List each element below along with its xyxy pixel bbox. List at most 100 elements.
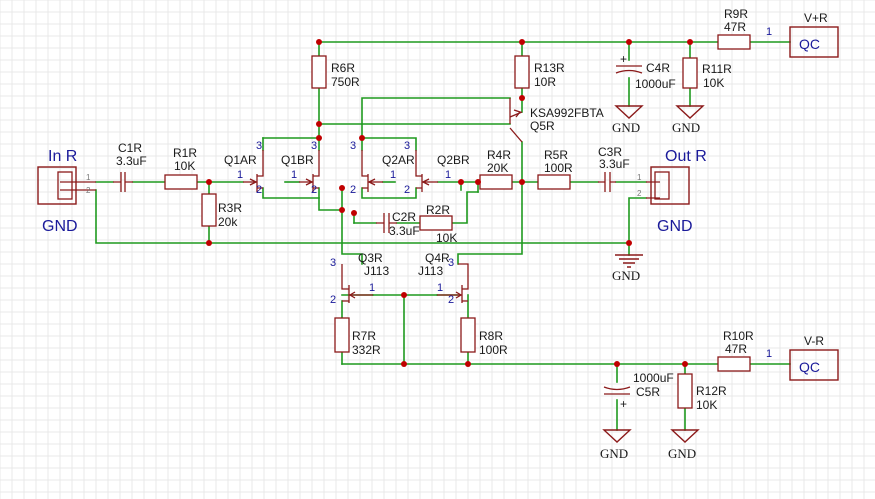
in-title: In R [48, 148, 77, 165]
resistor-r9[interactable] [717, 34, 751, 50]
ground-symbol-c4 [614, 105, 644, 119]
out-connector[interactable] [646, 166, 690, 205]
in-pin-2: 2 [86, 186, 91, 195]
q2b-pin1: 1 [445, 169, 451, 181]
capacitor-c3[interactable] [598, 172, 616, 192]
resistor-r4[interactable] [479, 174, 513, 190]
resistor-r11[interactable] [682, 57, 698, 89]
c2-ref: C2R [392, 210, 416, 224]
c1-value: 3.3uF [116, 154, 147, 168]
ground-symbol-c5 [602, 429, 632, 443]
resistor-r1[interactable] [164, 174, 198, 190]
r7-value: 332R [352, 343, 381, 357]
ground-symbol-r11 [675, 105, 705, 119]
r3-value: 20k [218, 215, 238, 229]
c5-ref: C5R [636, 385, 660, 399]
q3-pin2: 2 [330, 294, 336, 306]
vminus-qc-label: QC [799, 359, 820, 375]
vminus-pin: 1 [766, 348, 772, 360]
q3-part: J113 [364, 264, 389, 278]
transistor-q3[interactable] [341, 264, 373, 303]
q4-pin3: 3 [448, 257, 454, 269]
vplus-connector[interactable] [789, 26, 839, 58]
capacitor-c5[interactable] [603, 386, 631, 395]
gnd-label-r11: GND [672, 120, 700, 135]
resistor-r6[interactable] [311, 55, 327, 89]
capacitor-c2[interactable] [376, 213, 397, 233]
capacitor-c4[interactable] [615, 65, 643, 74]
r5-ref: R5R [544, 148, 568, 162]
vplus-net-label: V+R [804, 11, 828, 25]
r2-ref: R2R [426, 203, 450, 217]
r9-ref: R9R [724, 7, 748, 21]
c4-ref: C4R [646, 61, 670, 75]
resistor-r10[interactable] [717, 356, 751, 372]
ground-symbol-main [615, 254, 643, 268]
q1b-pin2: 2 [311, 184, 317, 196]
resistor-r7[interactable] [334, 317, 350, 353]
r12-value: 10K [696, 398, 717, 412]
in-connector[interactable] [37, 166, 96, 205]
r8-value: 100R [479, 343, 508, 357]
q2a-pin2: 2 [350, 184, 356, 196]
r11-ref: R11R [702, 62, 732, 76]
q2b-pin3: 3 [404, 140, 410, 152]
q1b-pin1: 1 [291, 169, 297, 181]
transistor-q2b[interactable] [415, 150, 438, 192]
resistor-r13[interactable] [514, 55, 530, 89]
resistor-r8[interactable] [460, 317, 476, 353]
q2b-ref: Q2BR [437, 153, 470, 167]
resistor-r12[interactable] [677, 373, 693, 409]
r13-value: 10R [534, 75, 556, 89]
q4-pin1: 1 [437, 282, 443, 294]
resistor-r2[interactable] [419, 215, 453, 231]
q1b-pin3: 3 [311, 140, 317, 152]
r10-value: 47R [725, 342, 747, 356]
gnd-label-r12: GND [668, 446, 696, 461]
junction-dots [206, 39, 693, 367]
c3-value: 3.3uF [599, 157, 630, 171]
in-pin-1: 1 [86, 173, 91, 182]
q3-ref: Q3R [358, 251, 383, 265]
q2a-ref: Q2AR [382, 153, 415, 167]
vplus-pin: 1 [766, 26, 772, 38]
q1a-ref: Q1AR [224, 153, 257, 167]
in-gnd-label: GND [42, 218, 78, 235]
resistor-r3[interactable] [201, 193, 217, 227]
r12-ref: R12R [696, 384, 727, 398]
gnd-label-c4: GND [612, 120, 640, 135]
r11-value: 10K [703, 76, 724, 90]
transistor-q2a[interactable] [361, 150, 383, 192]
q5-ref: Q5R [530, 119, 555, 133]
transistor-q1a[interactable] [243, 150, 264, 192]
resistor-r5[interactable] [537, 174, 571, 190]
r1-ref: R1R [173, 146, 197, 160]
ground-symbol-r12 [670, 429, 700, 443]
r4-value: 20K [487, 161, 508, 175]
gnd-label-c5: GND [600, 446, 628, 461]
out-gnd-label: GND [657, 218, 693, 235]
q2a-pin1: 1 [390, 169, 396, 181]
q1a-pin1: 1 [237, 169, 243, 181]
r7-ref: R7R [352, 329, 376, 343]
q1a-pin3: 3 [256, 140, 262, 152]
capacitor-c1[interactable] [113, 172, 133, 192]
transistor-q1b[interactable] [299, 150, 320, 192]
c1-ref: C1R [118, 141, 142, 155]
c3-ref: C3R [598, 145, 622, 159]
q1a-pin2: 2 [256, 184, 262, 196]
r6-value: 750R [331, 75, 360, 89]
vminus-connector[interactable] [789, 349, 839, 381]
r6-ref: R6R [331, 61, 355, 75]
q1b-ref: Q1BR [281, 153, 314, 167]
transistor-q5[interactable] [509, 98, 523, 143]
out-title: Out R [665, 148, 707, 165]
transistor-q4[interactable] [437, 263, 469, 303]
gnd-label-main: GND [612, 268, 640, 283]
q2b-pin2: 2 [404, 184, 410, 196]
c5-polarity: + [620, 397, 627, 411]
r2-value: 10K [436, 231, 457, 245]
r1-value: 10K [174, 159, 195, 173]
